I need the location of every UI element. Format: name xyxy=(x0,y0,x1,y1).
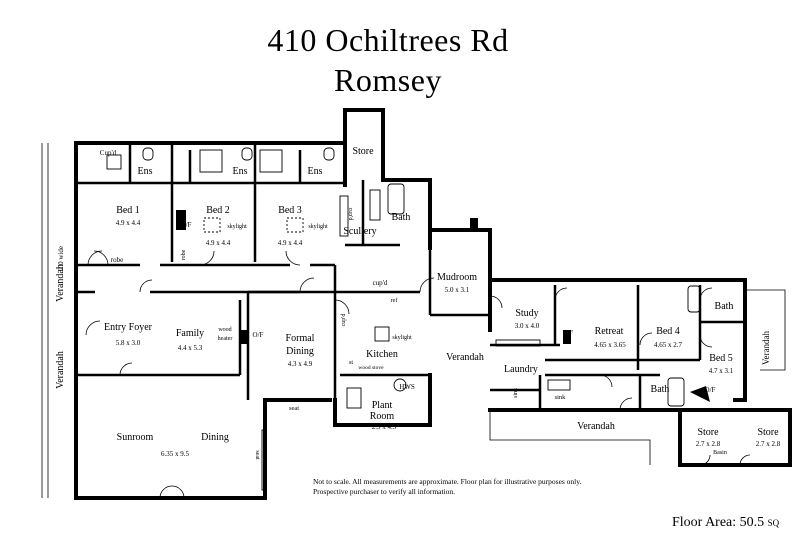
store2-size: 2.7 x 2.8 xyxy=(696,440,721,448)
laundry-label: Laundry xyxy=(504,364,538,375)
of-3-label: O/F xyxy=(563,329,574,336)
address-title: 410 Ochiltrees Rd xyxy=(267,22,509,58)
store-top-label: Store xyxy=(352,146,374,157)
bed5-size: 4.7 x 3.1 xyxy=(709,367,734,375)
wood-label: wood xyxy=(218,327,231,333)
room-label: Room xyxy=(370,411,395,422)
store3-label: Store xyxy=(757,427,779,438)
bed3-size: 4.9 x 4.4 xyxy=(278,239,303,247)
door-swings xyxy=(85,250,751,499)
cupd-kitchen-side-label: cup'd xyxy=(341,314,347,327)
retreat-size: 4.65 x 3.65 xyxy=(594,341,626,349)
floor-area-value: 50.5 xyxy=(739,515,765,530)
bed2-size: 4.9 x 4.4 xyxy=(206,239,231,247)
bed3-label: Bed 3 xyxy=(278,205,302,216)
bed1-size: 4.9 x 4.4 xyxy=(116,219,141,227)
bed4-label: Bed 4 xyxy=(656,326,680,337)
entry-label: Entry Foyer xyxy=(104,322,153,333)
skylight-kitchen-label: skylight xyxy=(392,335,412,341)
ens-2-label: Ens xyxy=(233,166,248,177)
bed2-label: Bed 2 xyxy=(206,205,230,216)
bath-lower-label: Bath xyxy=(651,384,670,395)
formal-label: Formal xyxy=(286,333,315,344)
kitchen-label: Kitchen xyxy=(366,349,398,360)
ens-3-label: Ens xyxy=(308,166,323,177)
ref-label: ref xyxy=(391,297,398,304)
dining-label: Dining xyxy=(201,432,229,443)
scullery-label: Scullery xyxy=(343,226,376,237)
study-size: 3.0 x 4.0 xyxy=(515,322,540,330)
cupd-kitchen-label: cup'd xyxy=(373,279,388,287)
wood-stove-label: wood stove xyxy=(358,365,384,371)
robe-1-label: robe xyxy=(111,256,123,264)
bath-top-label: Bath xyxy=(392,212,411,223)
bath-east-label: Bath xyxy=(715,301,734,312)
bed5-label: Bed 5 xyxy=(709,353,733,364)
wood-heater-block xyxy=(176,210,710,402)
store3-size: 2.7 x 2.8 xyxy=(756,440,781,448)
floor-area-label: Floor Area: xyxy=(672,515,737,530)
verandah-side-label-2: Verandah xyxy=(55,351,66,389)
entry-size: 5.8 x 3.0 xyxy=(116,339,141,347)
bed1-label: Bed 1 xyxy=(116,205,140,216)
formal-dining-label: Dining xyxy=(286,346,314,357)
plant-label: Plant xyxy=(372,400,393,411)
exterior-walls xyxy=(74,108,792,500)
verandah-mid-label: Verandah xyxy=(446,352,484,363)
hws-label: HWS xyxy=(399,383,415,391)
disclaimer-line-2: Prospective purchaser to verify all info… xyxy=(313,487,456,496)
cupd-label: Cup'd xyxy=(100,149,117,157)
suburb-title: Romsey xyxy=(334,62,442,98)
sunroom-size: 6.35 x 9.5 xyxy=(161,450,190,458)
interior-walls xyxy=(76,143,745,410)
retreat-label: Retreat xyxy=(595,326,624,337)
floor-area-unit: SQ xyxy=(767,518,780,528)
verandah-east-label: Verandah xyxy=(761,331,771,365)
store2-label: Store xyxy=(697,427,719,438)
study-label: Study xyxy=(515,308,538,319)
verandah-side-label: Verandah xyxy=(55,264,66,302)
sink-1-label: sink xyxy=(513,388,519,398)
bed4-size: 4.65 x 2.7 xyxy=(654,341,683,349)
robe-2-label: robe xyxy=(181,249,187,260)
of-2-label: O/F xyxy=(253,331,264,339)
basin-label: Basin xyxy=(713,450,727,456)
st-label: st xyxy=(349,360,353,366)
skylight-1-label: skylight xyxy=(227,224,247,230)
room-labels: Store Ens Ens Ens Cup'd Bed 1 4.9 x 4.4 … xyxy=(55,146,781,460)
verandah-bottom-label: Verandah xyxy=(577,421,615,432)
of-1-label: O/F xyxy=(181,221,192,229)
verandah-width-label: 2.0 wide xyxy=(57,246,65,270)
of-4-label: O/F xyxy=(705,386,716,394)
seat-1-label: seat xyxy=(289,405,299,412)
plant-size: 2.9 x 4.5 xyxy=(372,423,397,431)
family-label: Family xyxy=(176,328,204,339)
verandah-lines xyxy=(41,143,786,498)
sunroom-label: Sunroom xyxy=(117,432,154,443)
floor-area: Floor Area: 50.5 SQ xyxy=(672,515,779,531)
cupd-scullery-label: cup'd xyxy=(347,208,353,221)
mudroom-label: Mudroom xyxy=(437,272,477,283)
mudroom-size: 5.0 x 3.1 xyxy=(445,286,470,294)
seat-2-label: seat xyxy=(254,450,260,460)
family-size: 4.4 x 5.3 xyxy=(178,344,203,352)
skylight-2-label: skylight xyxy=(308,224,328,230)
sink-2-label: sink xyxy=(555,394,567,401)
disclaimer-note: Not to scale. All measurements are appro… xyxy=(313,477,613,497)
ens-1-label: Ens xyxy=(138,166,153,177)
disclaimer-line-1: Not to scale. All measurements are appro… xyxy=(313,477,582,486)
heater-label: heater xyxy=(218,336,233,342)
formal-size: 4.3 x 4.9 xyxy=(288,360,313,368)
fixtures xyxy=(106,147,701,491)
